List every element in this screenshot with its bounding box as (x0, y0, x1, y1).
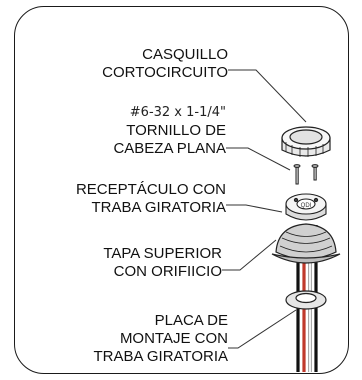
screws (293, 164, 319, 185)
leader-top-cap (222, 239, 277, 271)
label-twist-lock-receptacle: RECEPTÁCULO CON TRABA GIRATORIA (75, 181, 226, 216)
label-mounting-plate: PLACA DE MONTAJE CON TRABA GIRATORIA (93, 312, 228, 365)
label-top-cap-with-hole: TAPA SUPERIOR CON ORIFIICIO (103, 245, 222, 280)
leader-screw (226, 147, 291, 171)
receptacle (285, 193, 327, 221)
leader-receptacle (226, 204, 283, 213)
mounting-plate (285, 290, 327, 310)
label-screw-spec: #6-32 x 1-1/4" (129, 105, 226, 120)
diagram-frame (14, 6, 349, 374)
shorting-cap (281, 126, 331, 157)
top-cap-dome (271, 223, 341, 264)
leader-cap (228, 69, 307, 123)
leader-plate (228, 309, 297, 349)
label-flat-head-screw: TORNILLO DE CABEZA PLANA (113, 122, 226, 157)
receptacle-logo: QDI (301, 203, 312, 209)
label-shorting-cap: CASQUILLO CORTOCIRCUITO (102, 46, 228, 81)
